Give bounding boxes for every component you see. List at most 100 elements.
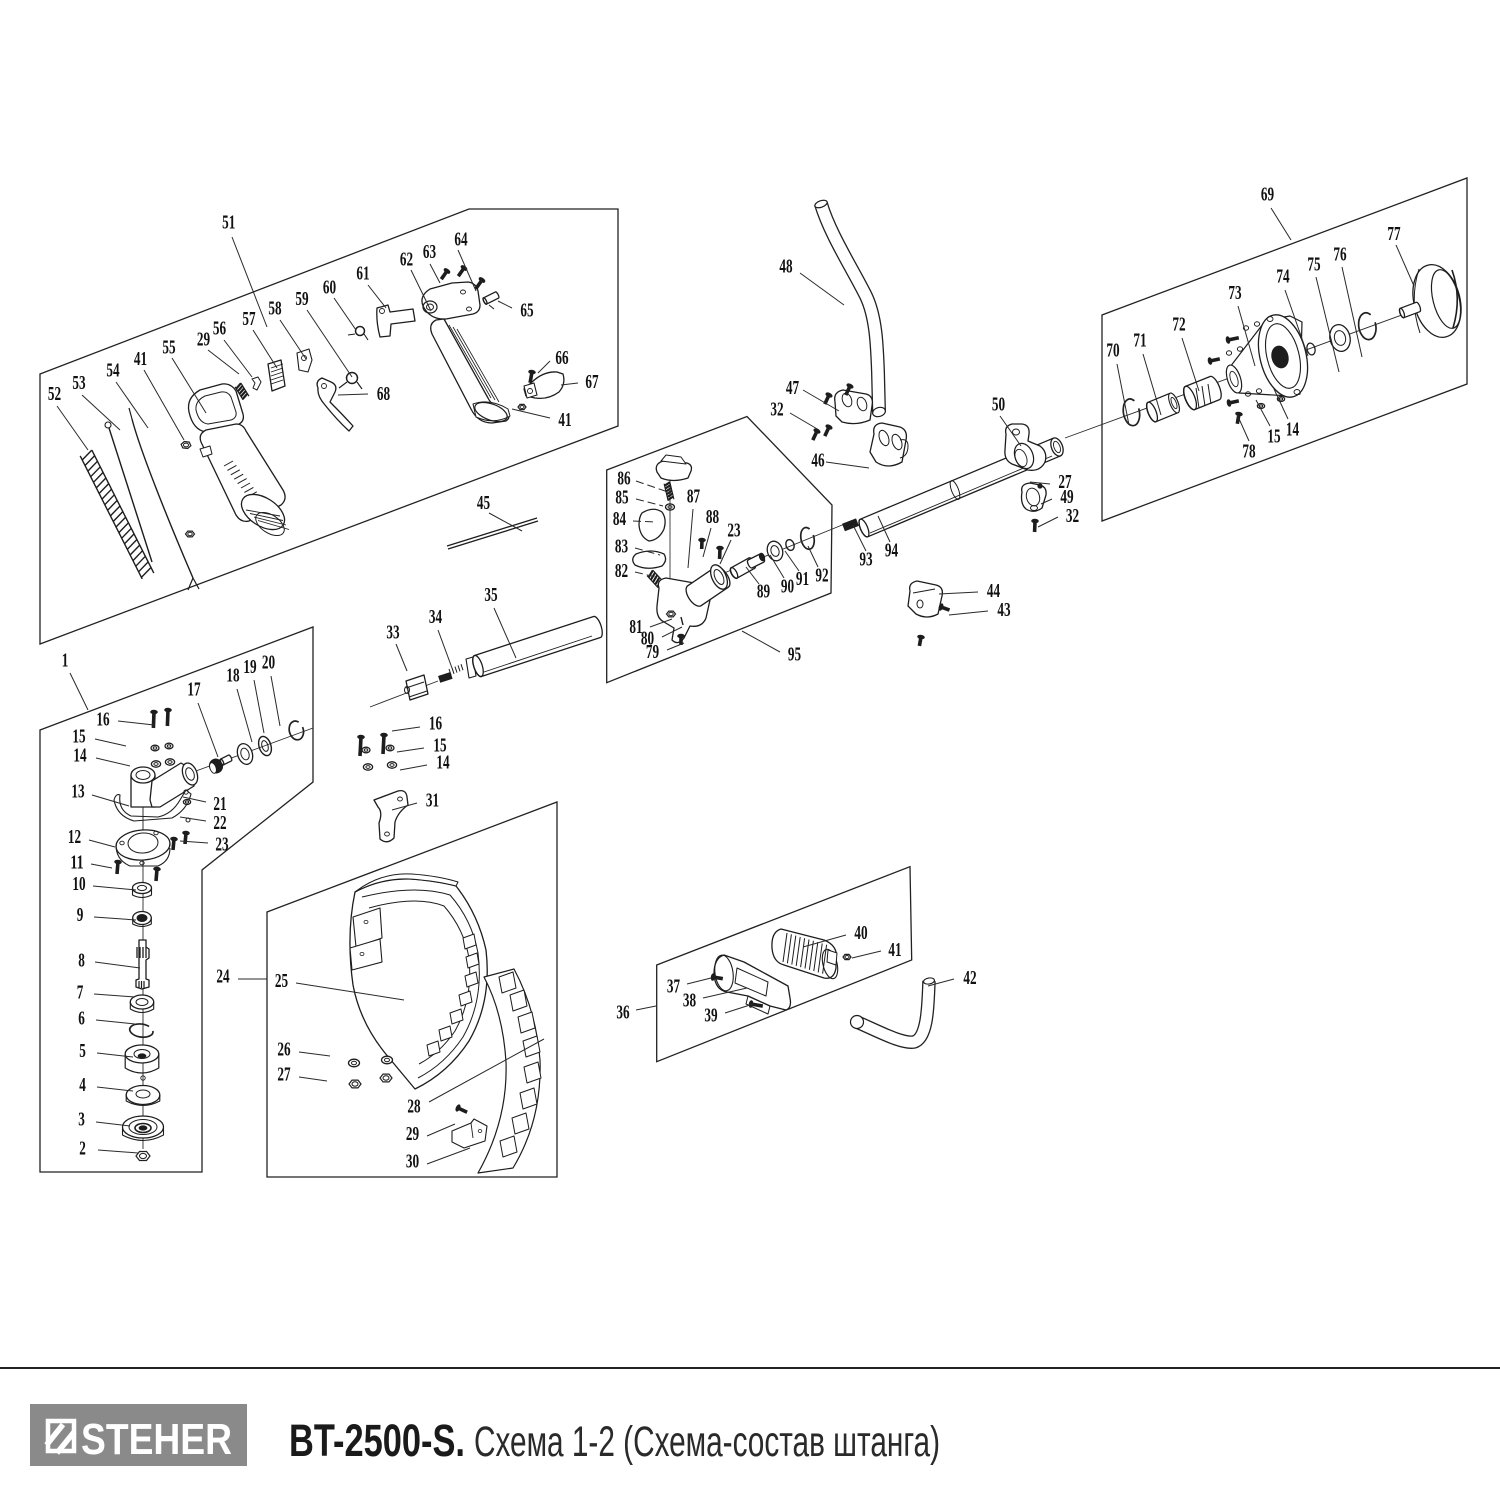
svg-text:11: 11 [70,853,83,874]
svg-text:83: 83 [615,537,628,558]
svg-text:3: 3 [78,1110,85,1131]
svg-text:STEHER: STEHER [81,1415,232,1464]
svg-text:89: 89 [757,582,770,603]
svg-text:85: 85 [615,488,628,509]
svg-text:40: 40 [854,923,867,944]
svg-text:7: 7 [77,983,84,1004]
svg-text:5: 5 [79,1041,86,1062]
svg-text:34: 34 [429,607,442,628]
svg-text:43: 43 [997,600,1010,621]
svg-text:84: 84 [613,509,626,530]
svg-text:72: 72 [1172,315,1185,336]
svg-text:73: 73 [1228,283,1241,304]
svg-text:32: 32 [770,400,783,421]
svg-text:51: 51 [222,213,235,234]
svg-text:74: 74 [1276,267,1289,288]
svg-text:23: 23 [727,521,740,542]
svg-text:23: 23 [215,835,228,856]
svg-text:94: 94 [885,541,898,562]
svg-text:41: 41 [888,940,901,961]
svg-text:29: 29 [406,1124,419,1145]
svg-text:42: 42 [963,968,976,989]
svg-text:79: 79 [646,642,659,663]
svg-text:93: 93 [859,550,872,571]
svg-text:55: 55 [162,338,175,359]
svg-text:27: 27 [277,1065,290,1086]
svg-text:25: 25 [275,971,288,992]
svg-text:49: 49 [1060,487,1073,508]
svg-text:59: 59 [295,289,308,310]
svg-text:75: 75 [1307,255,1320,276]
svg-text:45: 45 [477,493,490,514]
svg-text:17: 17 [187,680,200,701]
svg-text:46: 46 [811,451,824,472]
svg-text:26: 26 [277,1040,290,1061]
svg-text:10: 10 [72,874,85,895]
svg-text:56: 56 [213,319,226,340]
svg-text:31: 31 [426,791,439,812]
svg-text:22: 22 [213,813,226,834]
svg-text:35: 35 [484,585,497,606]
svg-text:15: 15 [72,727,85,748]
svg-text:66: 66 [555,348,568,369]
svg-text:67: 67 [585,372,598,393]
svg-text:Схема 1-2 (Схема-состав штанга: Схема 1-2 (Схема-состав штанга) [474,1418,940,1466]
svg-text:20: 20 [262,653,275,674]
svg-text:14: 14 [1286,420,1299,441]
svg-text:41: 41 [558,410,571,431]
svg-text:87: 87 [687,487,700,508]
svg-text:14: 14 [73,746,86,767]
svg-text:53: 53 [72,373,85,394]
svg-text:54: 54 [106,361,119,382]
svg-text:37: 37 [667,977,680,998]
svg-text:80: 80 [641,629,654,650]
svg-text:18: 18 [226,666,239,687]
svg-text:88: 88 [706,507,719,528]
svg-text:81: 81 [629,617,642,638]
svg-text:78: 78 [1242,442,1255,463]
svg-text:58: 58 [268,299,281,320]
svg-text:27: 27 [1058,472,1071,493]
svg-text:69: 69 [1261,185,1274,206]
svg-text:24: 24 [216,967,229,988]
svg-text:12: 12 [68,827,81,848]
svg-text:48: 48 [779,257,792,278]
svg-text:13: 13 [71,782,84,803]
svg-text:90: 90 [781,577,794,598]
svg-text:52: 52 [48,384,61,405]
svg-text:38: 38 [683,991,696,1012]
svg-text:8: 8 [78,951,85,972]
svg-text:65: 65 [520,301,533,322]
svg-text:76: 76 [1333,245,1346,266]
svg-text:32: 32 [1066,506,1079,527]
svg-text:39: 39 [704,1006,717,1027]
svg-text:71: 71 [1133,331,1146,352]
svg-text:28: 28 [407,1097,420,1118]
svg-text:2: 2 [79,1139,86,1160]
svg-text:36: 36 [616,1003,629,1024]
svg-text:14: 14 [436,753,449,774]
svg-text:15: 15 [1267,427,1280,448]
svg-text:95: 95 [788,645,801,666]
svg-text:61: 61 [356,264,369,285]
svg-text:82: 82 [615,561,628,582]
svg-text:86: 86 [617,469,630,490]
svg-text:63: 63 [423,242,436,263]
svg-text:68: 68 [377,384,390,405]
svg-text:4: 4 [79,1075,86,1096]
svg-text:50: 50 [992,395,1005,416]
svg-text:16: 16 [429,714,442,735]
svg-text:47: 47 [786,378,799,399]
svg-text:91: 91 [796,569,809,590]
svg-text:62: 62 [400,250,413,271]
svg-text:57: 57 [242,309,255,330]
svg-text:77: 77 [1387,224,1400,245]
svg-text:92: 92 [815,566,828,587]
svg-text:60: 60 [323,278,336,299]
svg-text:41: 41 [134,349,147,370]
svg-text:21: 21 [213,794,226,815]
svg-text:BT-2500-S.: BT-2500-S. [289,1415,465,1466]
svg-text:29: 29 [197,330,210,351]
svg-text:70: 70 [1106,341,1119,362]
svg-text:16: 16 [96,710,109,731]
